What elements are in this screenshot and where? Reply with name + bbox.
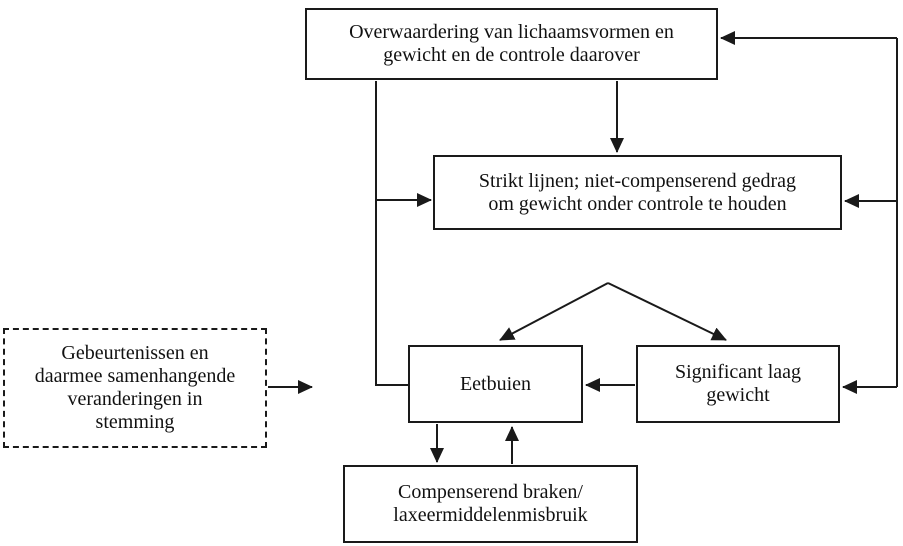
box-overvaluation: Overwaardering van lichaamsvormen en gew… (305, 8, 718, 80)
box-compensatory-line2: laxeermiddelenmisbruik (393, 504, 588, 526)
edge-apex-to-binge-arrow (499, 282, 609, 341)
box-events-mood-line1: Gebeurtenissen en (61, 342, 209, 364)
box-binge-eating: Eetbuien (408, 345, 583, 423)
edge-apex-to-lowweight-arrow (607, 282, 727, 341)
box-overvaluation-line2: gewicht en de controle daarover (383, 44, 640, 66)
box-low-weight: Significant laag gewicht (636, 345, 840, 423)
box-binge-eating-line1: Eetbuien (459, 372, 532, 395)
box-low-weight-line1: Significant laag (674, 361, 802, 383)
box-strict-dieting-line1: Strikt lijnen; niet-compenserend gedrag (478, 169, 797, 192)
box-events-mood-line3: veranderingen in (67, 388, 203, 410)
box-strict-dieting-line2: om gewicht onder controle te houden (488, 192, 787, 215)
edge-left-rail-to-binge (375, 81, 409, 386)
box-compensatory-line1: Compenserend braken/ (398, 481, 583, 503)
box-low-weight-line2: gewicht (706, 384, 770, 406)
box-events-mood: Gebeurtenissen en daarmee samenhangende … (3, 328, 267, 448)
box-overvaluation-line1: Overwaardering van lichaamsvormen en (349, 21, 674, 43)
box-events-mood-line2: daarmee samenhangende (34, 365, 236, 387)
box-compensatory: Compenserend braken/ laxeermiddelenmisbr… (343, 465, 638, 543)
box-strict-dieting: Strikt lijnen; niet-compenserend gedrag … (433, 155, 842, 230)
box-events-mood-line4: stemming (95, 411, 175, 433)
